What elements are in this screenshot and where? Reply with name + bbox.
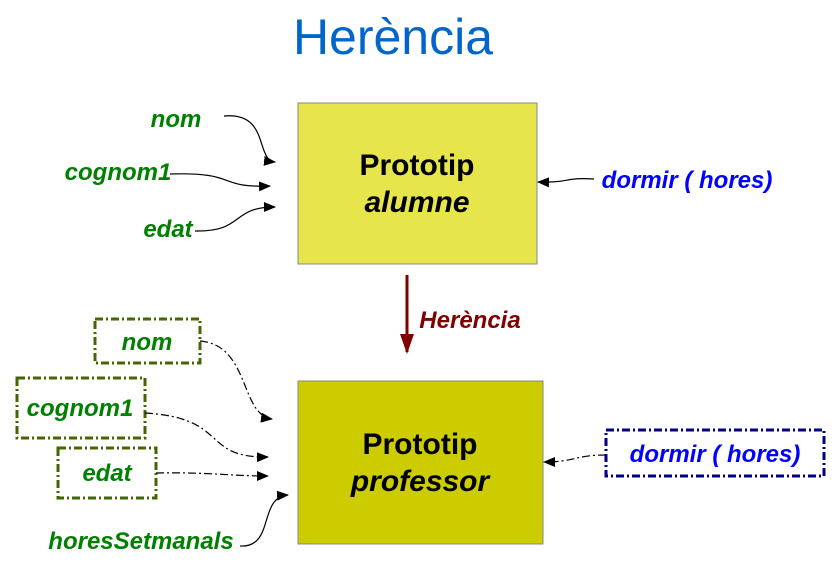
prototype-alumne-box (297, 102, 538, 265)
alumne-attr-edat: edat (143, 216, 193, 243)
professor-title: Prototip (363, 428, 478, 461)
prototype-professor-box (297, 380, 544, 545)
alumne-attr-cognom1: cognom1 (65, 159, 172, 186)
alumne-title: Prototip (360, 149, 475, 182)
professor-attr-cognom1: cognom1 (27, 395, 134, 422)
arrow-inherited-edat (155, 470, 269, 481)
arrow-cognom1 (169, 173, 271, 192)
inherited-dormir-box (604, 428, 826, 478)
arrow-inherited-nom (199, 340, 273, 423)
inherited-nom-box (93, 317, 202, 365)
arrow-nom (223, 115, 276, 166)
professor-attr-edat: edat (82, 460, 132, 487)
diagram-title: Herència (293, 9, 493, 65)
professor-method-dormir: dormir ( hores) (630, 441, 801, 468)
arrow-edat (194, 202, 276, 232)
alumne-method-dormir: dormir ( hores) (602, 167, 773, 194)
inheritance-label: Herència (419, 307, 520, 334)
arrow-inherited-cognom1 (144, 412, 269, 463)
arrow-inherited-dormir (543, 454, 607, 467)
professor-attr-nom: nom (122, 329, 173, 356)
professor-name: professor (350, 465, 492, 498)
alumne-name: alumne (364, 186, 469, 219)
professor-attr-horesSetmanals: horesSetmanals (48, 528, 233, 555)
inherited-cognom1-box (15, 376, 147, 440)
alumne-attr-nom: nom (151, 106, 202, 133)
arrow-dormir (537, 177, 595, 188)
arrow-horesSetmanals (239, 490, 289, 547)
